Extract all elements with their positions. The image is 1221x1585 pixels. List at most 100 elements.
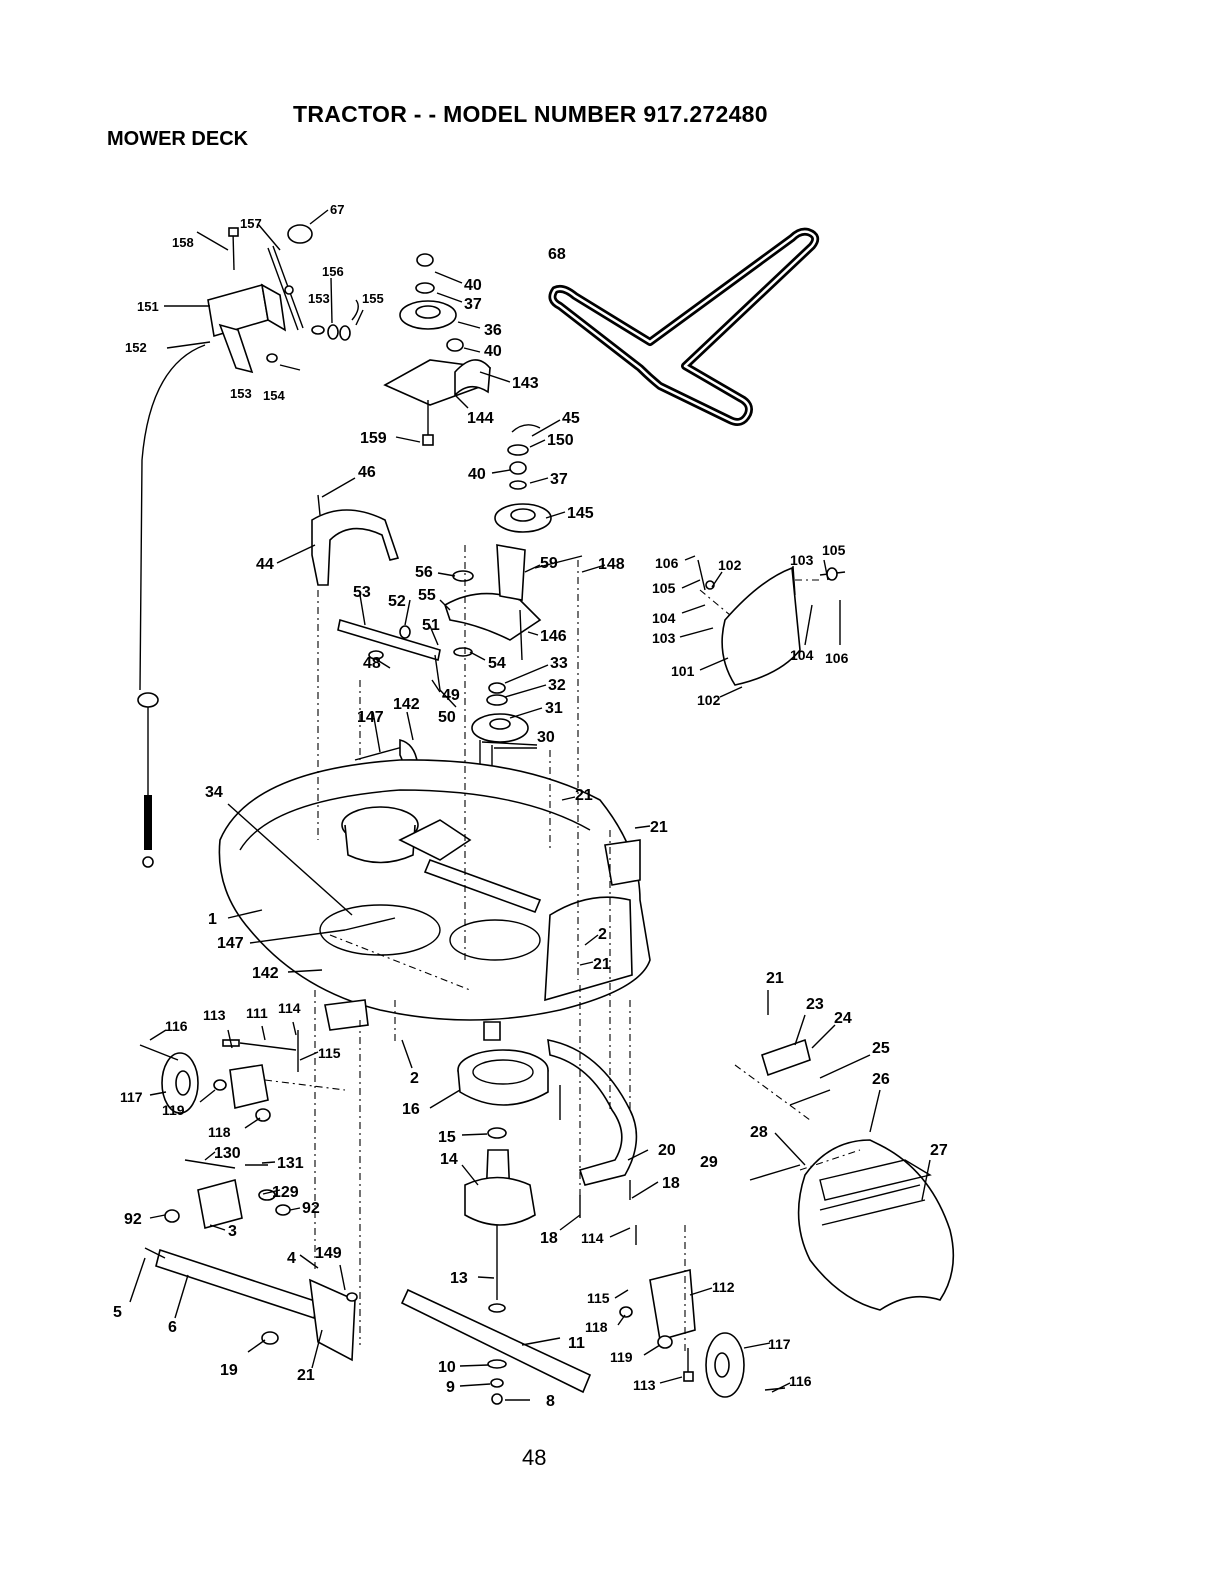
callout-150: 150 bbox=[547, 432, 574, 449]
callout-15: 15 bbox=[438, 1129, 456, 1146]
callout-44: 44 bbox=[256, 556, 274, 573]
callout-20: 20 bbox=[658, 1142, 676, 1159]
callout-105b: 105 bbox=[822, 542, 846, 558]
callout-31: 31 bbox=[545, 700, 563, 717]
callout-153a: 153 bbox=[308, 291, 330, 306]
callout-34: 34 bbox=[205, 784, 223, 801]
callout-155: 155 bbox=[362, 291, 384, 306]
mower-deck-shell bbox=[218, 759, 651, 1041]
callout-21b: 21 bbox=[650, 819, 668, 836]
callout-154: 154 bbox=[263, 388, 285, 403]
callout-148: 148 bbox=[598, 556, 625, 573]
callout-2a: 2 bbox=[598, 926, 607, 943]
callout-116a: 116 bbox=[165, 1018, 188, 1034]
callout-115a: 115 bbox=[318, 1045, 341, 1061]
callout-48: 48 bbox=[363, 655, 381, 672]
callout-21d: 21 bbox=[766, 970, 784, 987]
callout-149: 149 bbox=[315, 1245, 342, 1262]
callout-37b: 37 bbox=[550, 471, 568, 488]
callout-36: 36 bbox=[484, 322, 502, 339]
callout-92a: 92 bbox=[124, 1211, 142, 1228]
idler-pulley-lower bbox=[494, 424, 552, 533]
callout-23: 23 bbox=[806, 996, 824, 1013]
callout-4: 4 bbox=[287, 1250, 296, 1267]
callout-112: 112 bbox=[712, 1279, 735, 1295]
callout-54: 54 bbox=[488, 655, 506, 672]
callout-27: 27 bbox=[930, 1142, 948, 1159]
callout-147a: 147 bbox=[357, 709, 384, 726]
callout-118b: 118 bbox=[585, 1319, 608, 1335]
callout-114a: 114 bbox=[278, 1000, 301, 1016]
callout-50: 50 bbox=[438, 709, 456, 726]
gauge-wheel-right bbox=[619, 1225, 786, 1398]
callout-102b: 102 bbox=[697, 692, 721, 708]
callout-6: 6 bbox=[168, 1319, 177, 1336]
callout-3: 3 bbox=[228, 1223, 237, 1240]
height-lever-bracket bbox=[207, 224, 313, 374]
callout-18b: 18 bbox=[540, 1230, 558, 1247]
idler-bracket bbox=[383, 359, 492, 446]
lift-cable bbox=[137, 344, 206, 868]
callout-142b: 142 bbox=[252, 965, 279, 982]
callout-leaders bbox=[129, 209, 931, 1401]
assembly-guide-lines bbox=[264, 545, 861, 1355]
callout-16: 16 bbox=[402, 1101, 420, 1118]
blade-spindle-assembly bbox=[400, 1049, 592, 1405]
callout-119a: 119 bbox=[162, 1102, 185, 1118]
discharge-chute bbox=[749, 1038, 955, 1311]
belt-guard bbox=[311, 494, 400, 586]
discharge-deflector bbox=[697, 559, 846, 686]
callout-52: 52 bbox=[388, 593, 406, 610]
callout-116b: 116 bbox=[789, 1373, 812, 1389]
idler-pulley-upper bbox=[399, 253, 464, 352]
callout-104b: 104 bbox=[790, 647, 814, 663]
callout-59: 59 bbox=[540, 555, 558, 572]
callout-145: 145 bbox=[567, 505, 594, 522]
callout-143: 143 bbox=[512, 375, 539, 392]
section-title: MOWER DECK bbox=[107, 128, 249, 150]
lever-hardware bbox=[266, 299, 359, 371]
callout-40c: 40 bbox=[468, 466, 486, 483]
callout-156: 156 bbox=[322, 264, 344, 279]
callout-118a: 118 bbox=[208, 1124, 231, 1140]
callout-106a: 106 bbox=[655, 555, 679, 571]
callout-13: 13 bbox=[450, 1270, 468, 1287]
callout-101: 101 bbox=[671, 663, 695, 679]
callout-40a: 40 bbox=[464, 277, 482, 294]
callout-14: 14 bbox=[440, 1151, 458, 1168]
drive-belt bbox=[548, 227, 820, 426]
callout-8: 8 bbox=[546, 1393, 555, 1410]
callout-9: 9 bbox=[446, 1379, 455, 1396]
lift-link bbox=[337, 618, 441, 691]
callout-147b: 147 bbox=[217, 935, 244, 952]
callout-11: 11 bbox=[568, 1335, 585, 1352]
callout-113b: 113 bbox=[633, 1377, 656, 1393]
callout-144: 144 bbox=[467, 410, 494, 427]
callout-159: 159 bbox=[360, 430, 387, 447]
callout-21c: 21 bbox=[593, 956, 611, 973]
callout-105a: 105 bbox=[652, 580, 676, 596]
callout-25: 25 bbox=[872, 1040, 890, 1057]
callout-111: 111 bbox=[246, 1005, 268, 1021]
callout-106b: 106 bbox=[825, 650, 849, 666]
front-hanger-bracket bbox=[144, 1159, 358, 1362]
callout-19: 19 bbox=[220, 1362, 238, 1379]
callout-29: 29 bbox=[700, 1154, 718, 1171]
callout-40b: 40 bbox=[484, 343, 502, 360]
callout-113a: 113 bbox=[203, 1007, 226, 1023]
callout-131: 131 bbox=[277, 1155, 304, 1172]
callout-21e: 21 bbox=[297, 1367, 315, 1384]
callout-46: 46 bbox=[358, 464, 376, 481]
page-number: 48 bbox=[522, 1445, 547, 1470]
callout-2b: 2 bbox=[410, 1070, 419, 1087]
callout-32: 32 bbox=[548, 677, 566, 694]
callout-53: 53 bbox=[353, 584, 371, 601]
callout-119b: 119 bbox=[610, 1349, 633, 1365]
callout-37a: 37 bbox=[464, 296, 482, 313]
callout-146: 146 bbox=[540, 628, 567, 645]
callout-30: 30 bbox=[537, 729, 555, 746]
callout-157: 157 bbox=[240, 216, 262, 231]
callout-129: 129 bbox=[272, 1184, 299, 1201]
